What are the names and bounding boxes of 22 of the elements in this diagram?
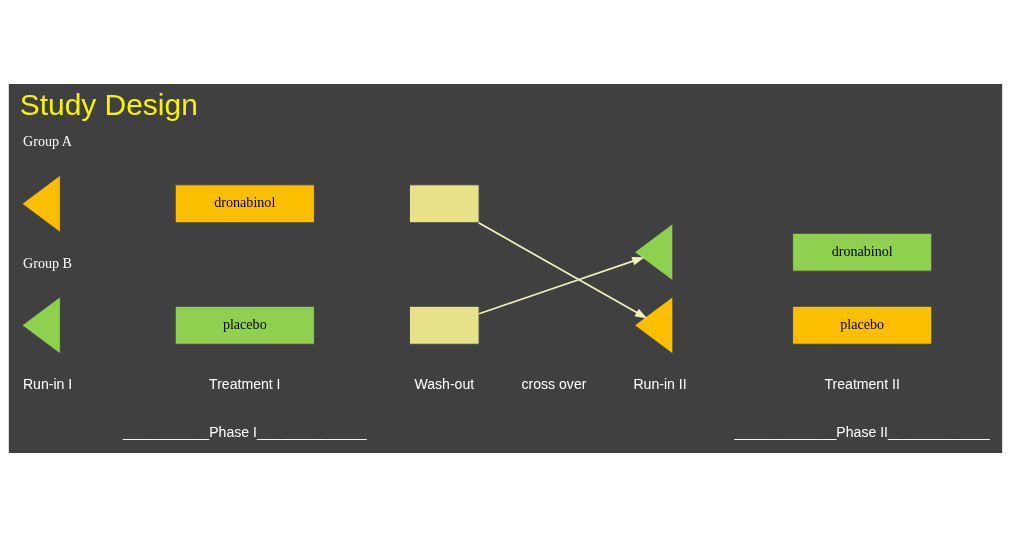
- label: Treatment II: [824, 375, 900, 392]
- label: Wash-out: [414, 375, 475, 392]
- label: Run-in II: [633, 375, 687, 392]
- node-triangle: [21, 174, 61, 233]
- label: ___________Phase I______________: [123, 423, 367, 440]
- label: Group A: [23, 132, 72, 149]
- label: cross over: [521, 375, 587, 392]
- node-box: dronabinol: [792, 232, 933, 272]
- node-triangle: [634, 222, 674, 281]
- node-box: [409, 183, 480, 223]
- label: _____________Phase II_____________: [734, 423, 990, 440]
- diagram-title: Study Design: [19, 87, 198, 121]
- node-box: placebo: [174, 305, 315, 345]
- label: Treatment I: [209, 375, 281, 392]
- node-box: dronabinol: [174, 183, 315, 223]
- label: Group B: [23, 254, 72, 271]
- node-triangle: [21, 295, 61, 354]
- label: Run-in I: [22, 375, 73, 392]
- arrow: [477, 221, 648, 319]
- node-box: placebo: [792, 305, 933, 345]
- arrow: [478, 256, 645, 315]
- node-box: [409, 305, 480, 345]
